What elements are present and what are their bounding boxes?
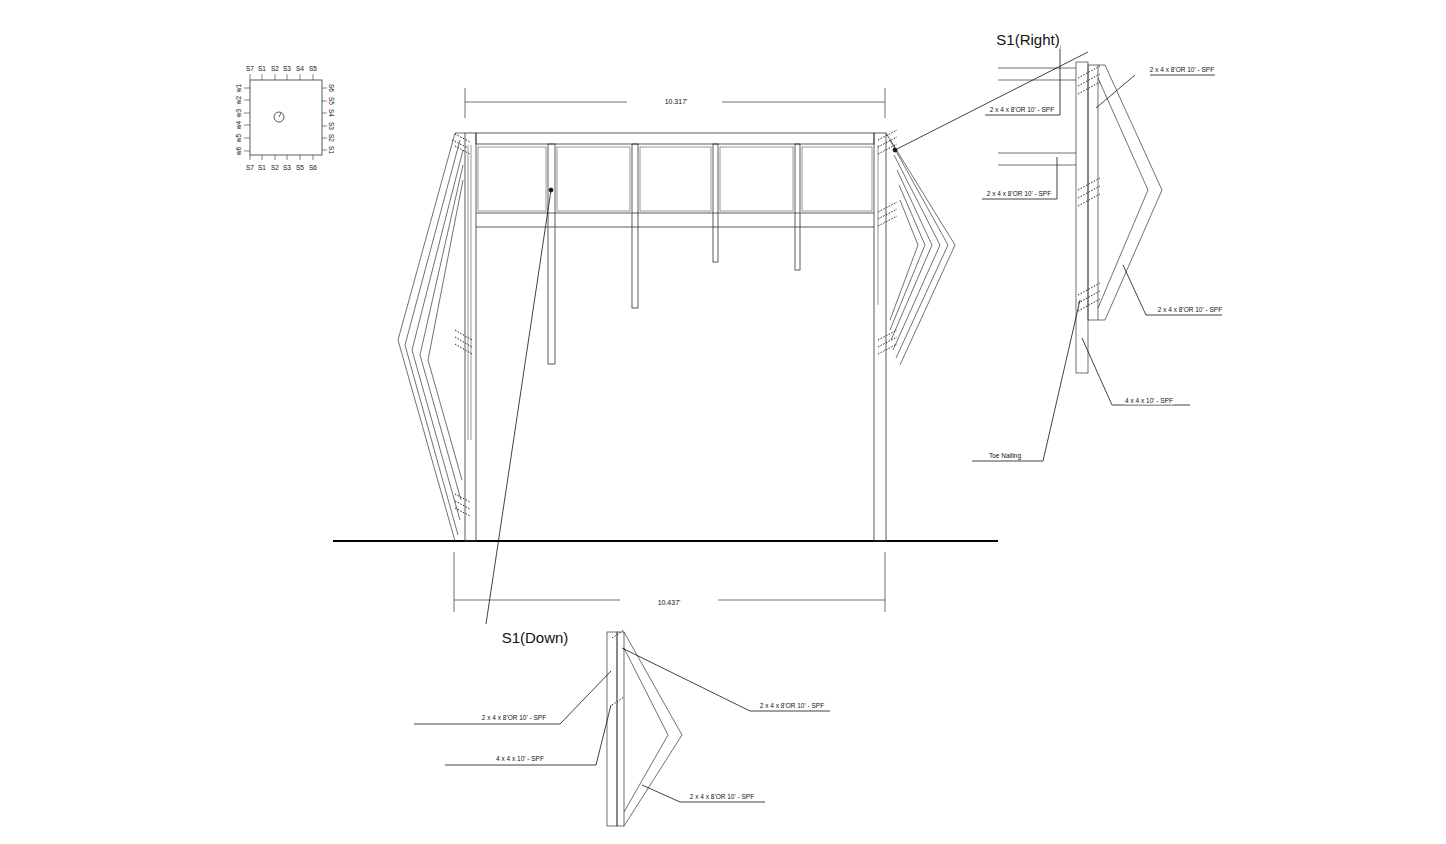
callout-title: S1(Down) bbox=[501, 630, 570, 647]
key-label: S2 bbox=[270, 164, 280, 171]
part-label: 2 x 4 x 8'OR 10' - SPF bbox=[986, 190, 1052, 197]
toe-nailing-marks bbox=[452, 66, 1100, 705]
key-label: w2 bbox=[235, 95, 242, 105]
key-label: w1 bbox=[235, 83, 242, 93]
dimension-text: 10.317' bbox=[664, 98, 689, 106]
key-label: w5 bbox=[235, 133, 242, 143]
key-label: S6 bbox=[327, 83, 334, 93]
part-label: 4 x 4 x 10' - SPF bbox=[1124, 397, 1174, 404]
key-label: S5 bbox=[308, 65, 318, 72]
left-zigzag-frame bbox=[398, 133, 465, 541]
part-label: 2 x 4 x 8'OR 10' - SPF bbox=[689, 793, 755, 800]
ground-line bbox=[333, 540, 998, 542]
key-label: S3 bbox=[282, 65, 292, 72]
down-detail bbox=[607, 632, 682, 826]
key-plan bbox=[244, 74, 327, 160]
note-label: Toe Nailing bbox=[988, 452, 1022, 459]
key-label: S5 bbox=[327, 96, 334, 106]
key-label: S4 bbox=[295, 65, 305, 72]
part-label: 2 x 4 x 8'OR 10' - SPF bbox=[989, 106, 1055, 113]
key-label: w3 bbox=[235, 108, 242, 118]
key-label: S3 bbox=[327, 121, 334, 131]
key-label: w4 bbox=[235, 120, 242, 130]
key-label: S2 bbox=[270, 65, 280, 72]
part-label: 2 x 4 x 8'OR 10' - SPF bbox=[1149, 66, 1215, 73]
dimension-text: 10.437' bbox=[657, 599, 682, 607]
key-label: S6 bbox=[308, 164, 318, 171]
key-label: S7 bbox=[245, 65, 255, 72]
callout-title: S1(Right) bbox=[995, 32, 1060, 49]
key-label: S5 bbox=[295, 164, 305, 171]
key-label: S3 bbox=[282, 164, 292, 171]
dimension-lines bbox=[454, 88, 885, 612]
key-label: S7 bbox=[245, 164, 255, 171]
key-label: w6 bbox=[235, 146, 242, 156]
key-label: S2 bbox=[327, 133, 334, 143]
part-label: 4 x 4 x 10' - SPF bbox=[495, 755, 545, 762]
leader-lines bbox=[414, 45, 1222, 802]
frame bbox=[465, 133, 886, 541]
right-zigzag-frame bbox=[886, 133, 955, 365]
key-label: S1 bbox=[257, 164, 267, 171]
key-label: S1 bbox=[257, 65, 267, 72]
key-label: S4 bbox=[327, 108, 334, 118]
key-label: S1 bbox=[327, 145, 334, 155]
part-label: 2 x 4 x 8'OR 10' - SPF bbox=[759, 702, 825, 709]
part-label: 2 x 4 x 8'OR 10' - SPF bbox=[481, 714, 547, 721]
part-label: 2 x 4 x 8'OR 10' - SPF bbox=[1157, 306, 1223, 313]
